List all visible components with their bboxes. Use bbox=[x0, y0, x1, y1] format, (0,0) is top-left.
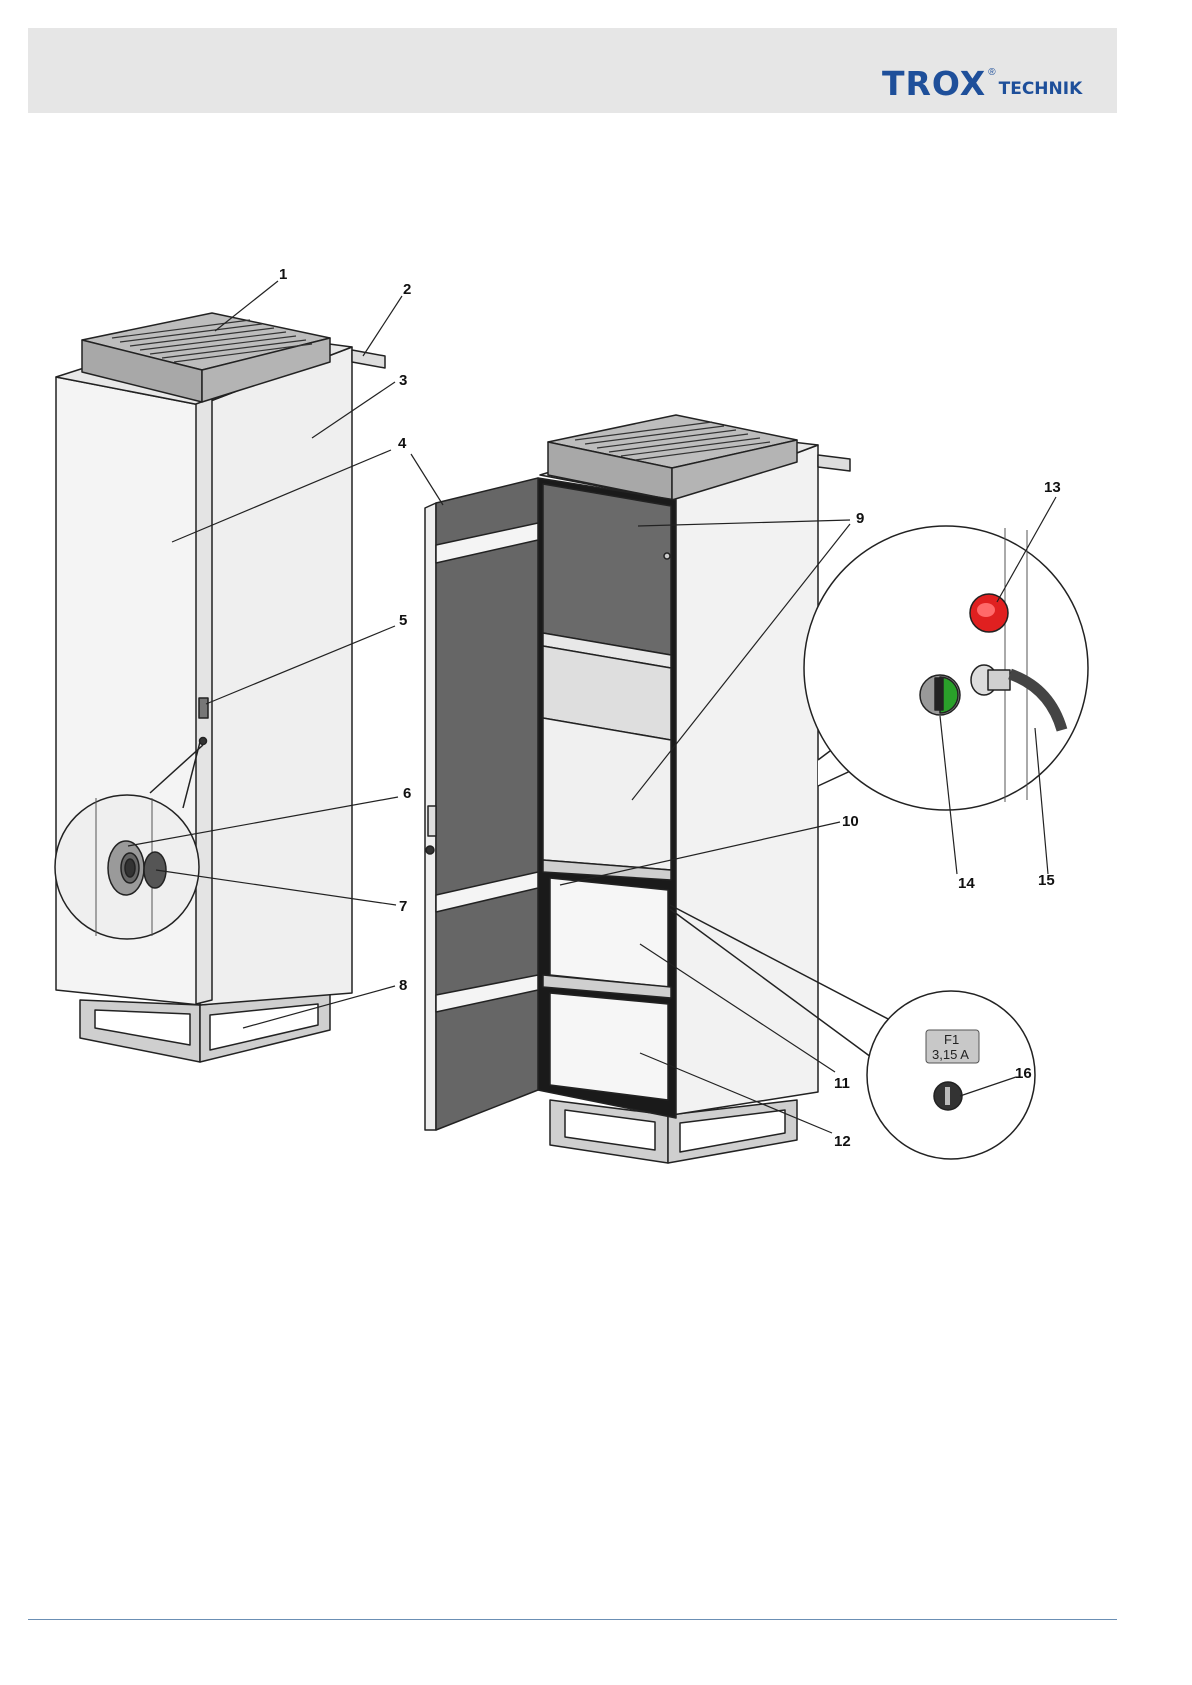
filter-compartment-upper bbox=[550, 878, 668, 987]
left-top-bracket bbox=[352, 350, 385, 368]
lock-button bbox=[144, 852, 166, 888]
door-inner-panel bbox=[436, 478, 538, 1130]
fuse-label-line2: 3,15 A bbox=[932, 1047, 969, 1062]
callout-15: 15 bbox=[1038, 872, 1055, 889]
callout-5: 5 bbox=[399, 612, 407, 629]
open-door bbox=[425, 478, 538, 1130]
callout-3: 3 bbox=[399, 372, 407, 389]
upper-compartment bbox=[543, 484, 671, 655]
filter-compartment-lower bbox=[550, 993, 668, 1100]
callout-11: 11 bbox=[834, 1075, 850, 1092]
left-side-face bbox=[200, 347, 352, 1005]
callout-14: 14 bbox=[958, 875, 975, 892]
left-cabinet bbox=[56, 313, 385, 1062]
right-side-face bbox=[672, 445, 818, 1115]
fuse-label-line1: F1 bbox=[944, 1032, 959, 1047]
callout-1: 1 bbox=[279, 266, 287, 283]
callout-8: 8 bbox=[399, 977, 407, 994]
door-handle bbox=[428, 806, 436, 836]
footer-rule bbox=[28, 1619, 1117, 1620]
callout-13: 13 bbox=[1044, 479, 1061, 496]
callout-12: 12 bbox=[834, 1133, 851, 1150]
callout-2: 2 bbox=[403, 281, 411, 298]
callout-10: 10 bbox=[842, 813, 859, 830]
right-cabinet bbox=[425, 415, 850, 1163]
callout-9: 9 bbox=[856, 510, 864, 527]
middle-compartment bbox=[543, 718, 671, 870]
callout-7: 7 bbox=[399, 898, 407, 915]
callout-6: 6 bbox=[403, 785, 411, 802]
callout-4: 4 bbox=[398, 435, 407, 452]
left-door-handle bbox=[199, 698, 208, 718]
callout-16: 16 bbox=[1015, 1065, 1032, 1082]
